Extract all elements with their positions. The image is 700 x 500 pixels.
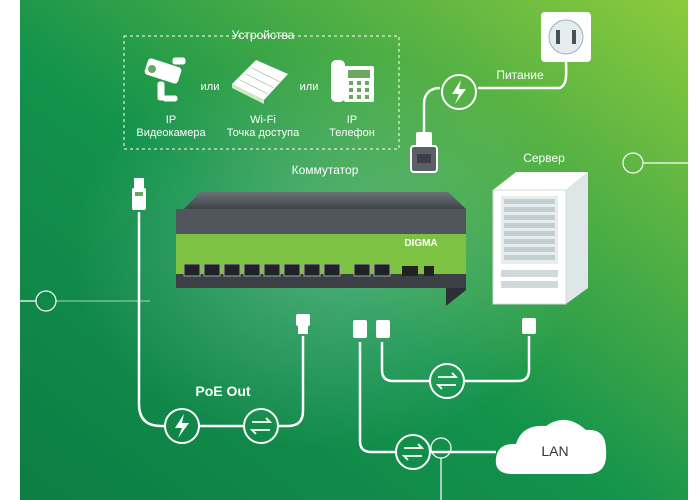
lightning-icon (452, 80, 466, 104)
switch-port (263, 263, 281, 277)
switch-brand: DIGMA (404, 238, 438, 249)
cloud-icon (495, 419, 607, 474)
power-cable (422, 57, 568, 132)
uplink-plugs-icon (353, 318, 536, 338)
server-slot (504, 239, 555, 244)
server-slot (504, 247, 555, 252)
server-icon (492, 172, 588, 305)
server-transfer-circle (429, 363, 465, 399)
camera-label-line2: Видеокамера (136, 127, 206, 139)
poe-transfer-circle (243, 408, 279, 444)
switch-sfp (402, 266, 434, 276)
switch-port (203, 263, 221, 277)
wifi-label-line2: Точка доступа (226, 127, 300, 139)
camera-icon (144, 57, 186, 102)
switch-port (283, 263, 301, 277)
lan-label: LAN (541, 443, 569, 459)
phone-label-line1: IP (346, 114, 358, 126)
server-slot (504, 207, 555, 212)
rj45-plug-icon (132, 178, 310, 334)
wifi-label-line1: Wi-Fi (250, 114, 276, 126)
poe-transfer-arrows-icon (249, 417, 273, 435)
poe-bolt-circle (164, 408, 200, 444)
server-slot (504, 215, 555, 220)
devices-title: Устройства (231, 28, 295, 42)
devices-box (123, 35, 400, 150)
switch-port (323, 263, 341, 277)
lan-transfer-circle (395, 434, 431, 470)
switch-port (183, 263, 201, 277)
switch-label: Коммутатор (291, 163, 359, 177)
power-outlet-icon (541, 12, 591, 62)
server-slot (504, 255, 555, 260)
poe-cable (137, 212, 305, 428)
poe-label: PoE Out (195, 383, 251, 399)
switch-port (303, 263, 321, 277)
switch-port (243, 263, 261, 277)
lan-cable (358, 342, 496, 454)
server-transfer-arrows-icon (435, 372, 459, 390)
server-cable (380, 336, 531, 383)
or-label-1: или (200, 81, 220, 93)
camera-label-line1: IP (165, 114, 177, 126)
server-slot (504, 223, 555, 228)
decor-lines (0, 152, 700, 500)
lan-transfer-arrows-icon (401, 443, 425, 461)
poe-lightning-icon (175, 414, 189, 438)
power-label: Питание (496, 68, 544, 82)
wifi-ap-icon (232, 60, 288, 104)
switch-port (353, 263, 371, 277)
power-plug-icon (410, 132, 438, 173)
phone-label-line2: Телефон (329, 127, 375, 139)
switch-port (223, 263, 241, 277)
server-label: Сервер (523, 151, 565, 165)
phone-icon (331, 60, 374, 102)
or-label-2: или (299, 81, 319, 93)
switch-ports (183, 263, 391, 277)
power-bolt-circle (441, 74, 477, 110)
server-slot (504, 231, 555, 236)
switch-port (373, 263, 391, 277)
server-slot (504, 199, 555, 204)
